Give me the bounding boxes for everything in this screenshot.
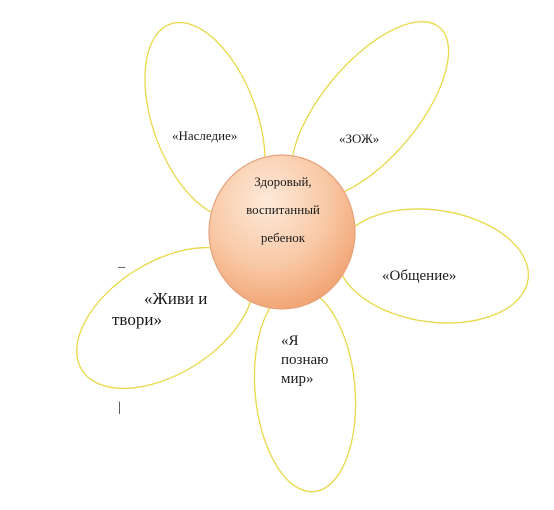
petal-label-nasledie: «Наследие» <box>172 128 238 143</box>
center-label: Здоровый, воспитанный ребенок <box>246 174 320 245</box>
center-circle <box>208 154 356 310</box>
petal-label-zozh: «ЗОЖ» <box>339 131 380 146</box>
petal-label-ya-poznayu-mir: «Я познаю мир» <box>281 333 329 387</box>
petal-label-obshchenie: «Общение» <box>382 268 457 284</box>
petal-label-zhivi-i-tvori: «Живи и твори» <box>112 289 208 330</box>
bar-mark: | <box>118 400 121 415</box>
dash-mark: _ <box>118 255 125 270</box>
petal-obshchenie <box>336 208 530 324</box>
